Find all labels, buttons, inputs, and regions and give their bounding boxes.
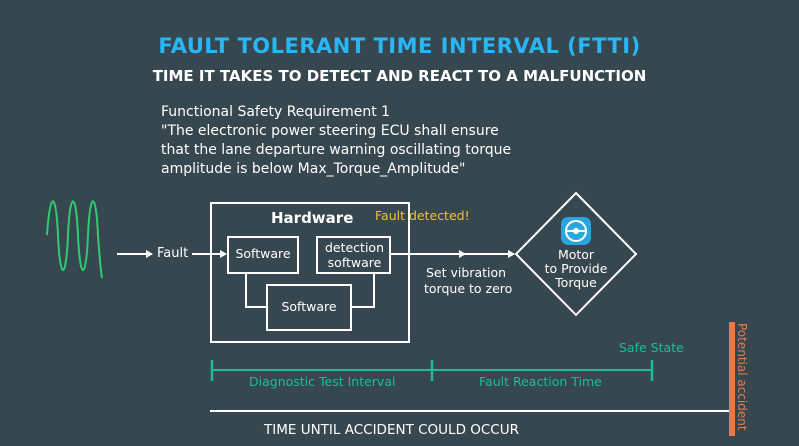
detection-label: detection <box>324 240 385 255</box>
potential-accident-label: Potential accident <box>735 323 749 431</box>
requirement-text: Functional Safety Requirement 1 "The ele… <box>161 103 511 179</box>
requirement-line: "The electronic power steering ECU shall… <box>161 123 499 139</box>
hardware-label: Hardware <box>271 209 354 227</box>
hardware-box <box>210 202 410 343</box>
requirement-line: amplitude is below Max_Torque_Amplitude" <box>161 161 466 177</box>
detection-software-label: software <box>327 255 382 270</box>
motor-label-line3: Torque <box>555 275 597 290</box>
motor-diamond <box>514 191 638 317</box>
software-left-label: Software <box>235 246 291 261</box>
connector-left <box>245 273 267 308</box>
motor-label-line2: to Provide <box>544 261 608 276</box>
timeline-label: TIME UNTIL ACCIDENT COULD OCCUR <box>264 422 519 438</box>
page-subtitle: TIME IT TAKES TO DETECT AND REACT TO A M… <box>152 67 647 85</box>
fault-detected-label: Fault detected! <box>375 208 470 223</box>
potential-accident-bar <box>729 322 735 436</box>
software-left-box <box>227 236 299 274</box>
fault-label: Fault <box>157 246 189 261</box>
connector-right <box>351 273 375 308</box>
requirement-line: that the lane departure warning oscillat… <box>161 142 512 158</box>
action-label-line1: Set vibration <box>426 265 507 280</box>
steering-wheel-icon <box>561 217 591 245</box>
oscillation-wave <box>46 200 103 279</box>
software-bottom-label: Software <box>281 299 337 314</box>
diagnostic-interval-label: Diagnostic Test Interval <box>249 374 396 389</box>
page-title: FAULT TOLERANT TIME INTERVAL (FTTI) <box>158 34 641 58</box>
requirement-heading: Functional Safety Requirement 1 <box>161 104 391 120</box>
fault-reaction-label: Fault Reaction Time <box>479 374 602 389</box>
motor-label-line1: Motor <box>557 247 595 262</box>
safe-state-label: Safe State <box>619 340 684 355</box>
action-label-line2: torque to zero <box>424 281 513 296</box>
